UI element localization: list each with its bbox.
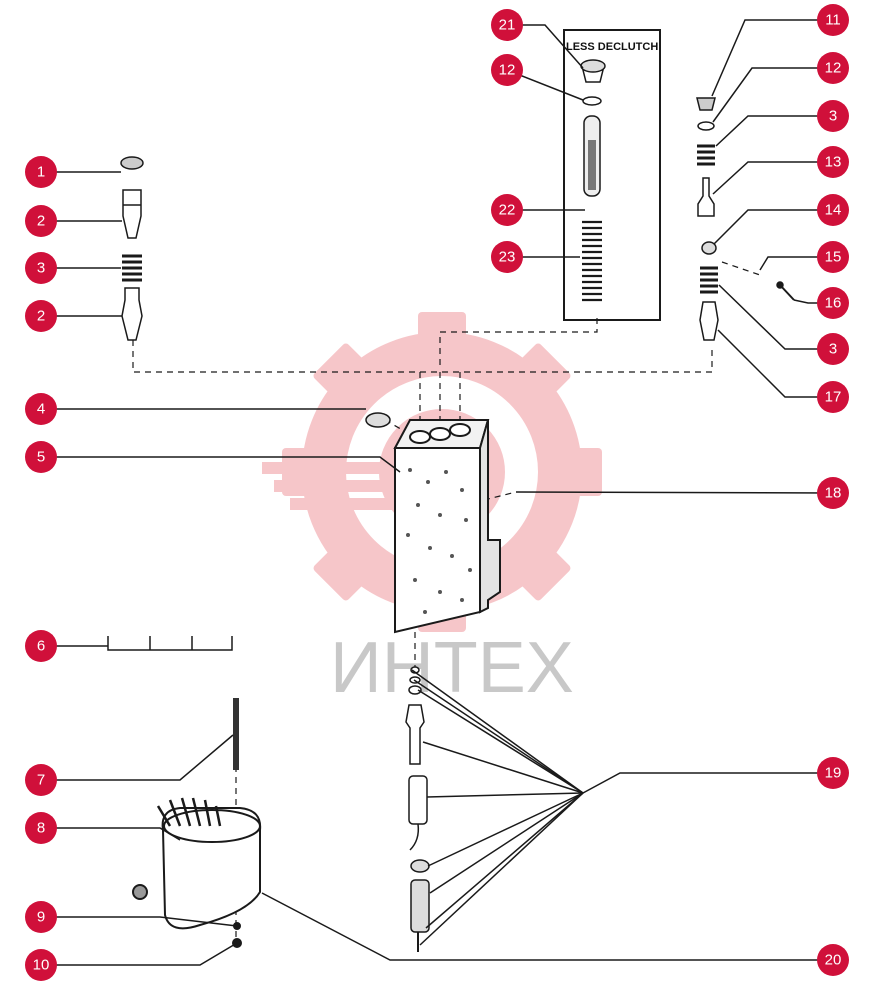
callout-23: 23 [491, 241, 523, 273]
svg-text:10: 10 [33, 957, 50, 974]
part-7 [233, 698, 239, 770]
svg-text:8: 8 [37, 820, 45, 837]
callout-20: 20 [817, 944, 849, 976]
watermark-text: ИНТЕХ [330, 628, 574, 708]
svg-text:3: 3 [829, 341, 837, 358]
svg-text:11: 11 [825, 12, 841, 29]
callout-21: 21 [491, 9, 523, 41]
callout-22: 22 [491, 194, 523, 226]
part-6 [107, 636, 233, 651]
svg-text:20: 20 [825, 952, 842, 969]
callout-16: 16 [817, 287, 849, 319]
callout-6: 6 [25, 630, 57, 662]
callout-13: 13 [817, 146, 849, 178]
callout-19: 19 [817, 757, 849, 789]
callout-8: 8 [25, 812, 57, 844]
callout-3: 3 [817, 333, 849, 365]
valve-body [393, 419, 501, 634]
callout-14: 14 [817, 194, 849, 226]
svg-text:6: 6 [37, 638, 45, 655]
callout-3: 3 [25, 252, 57, 284]
svg-text:15: 15 [825, 249, 842, 266]
less-declutch-panel: LESS DECLUTCH [563, 29, 661, 321]
svg-text:19: 19 [825, 765, 842, 782]
svg-text:12: 12 [825, 60, 842, 77]
callout-17: 17 [817, 381, 849, 413]
callout-2: 2 [25, 205, 57, 237]
svg-text:16: 16 [825, 295, 842, 312]
svg-text:2: 2 [37, 213, 45, 230]
callout-9: 9 [25, 901, 57, 933]
svg-text:23: 23 [499, 249, 516, 266]
svg-text:3: 3 [37, 260, 45, 277]
svg-text:18: 18 [825, 485, 842, 502]
callouts: 1 2 3 2 4 5 6 7 8 9 10 21 12 22 23 11 12… [25, 4, 849, 981]
callout-5: 5 [25, 441, 57, 473]
right-parts [696, 97, 795, 341]
svg-text:1: 1 [37, 164, 45, 181]
part-4 [365, 412, 391, 428]
svg-text:17: 17 [825, 389, 842, 406]
callout-4: 4 [25, 393, 57, 425]
svg-text:12: 12 [499, 62, 516, 79]
leader-lines [41, 19, 834, 966]
solenoid-housing [132, 797, 262, 948]
svg-text:14: 14 [825, 202, 842, 219]
callout-10: 10 [25, 949, 57, 981]
callout-15: 15 [817, 241, 849, 273]
callout-1: 1 [25, 156, 57, 188]
part-19-stack [405, 666, 430, 952]
callout-18: 18 [817, 477, 849, 509]
svg-text:7: 7 [37, 772, 45, 789]
svg-text:22: 22 [499, 202, 516, 219]
callout-11: 11 [817, 4, 849, 36]
svg-text:2: 2 [37, 308, 45, 325]
svg-text:4: 4 [37, 401, 45, 418]
left-parts [120, 156, 144, 341]
svg-text:3: 3 [829, 108, 837, 125]
svg-text:5: 5 [37, 449, 45, 466]
callout-3: 3 [817, 100, 849, 132]
callout-12: 12 [491, 54, 523, 86]
svg-text:9: 9 [37, 909, 45, 926]
svg-text:21: 21 [499, 17, 516, 34]
panel-label: LESS DECLUTCH [566, 41, 658, 53]
callout-2: 2 [25, 300, 57, 332]
svg-text:13: 13 [825, 154, 842, 171]
callout-7: 7 [25, 764, 57, 796]
callout-12: 12 [817, 52, 849, 84]
